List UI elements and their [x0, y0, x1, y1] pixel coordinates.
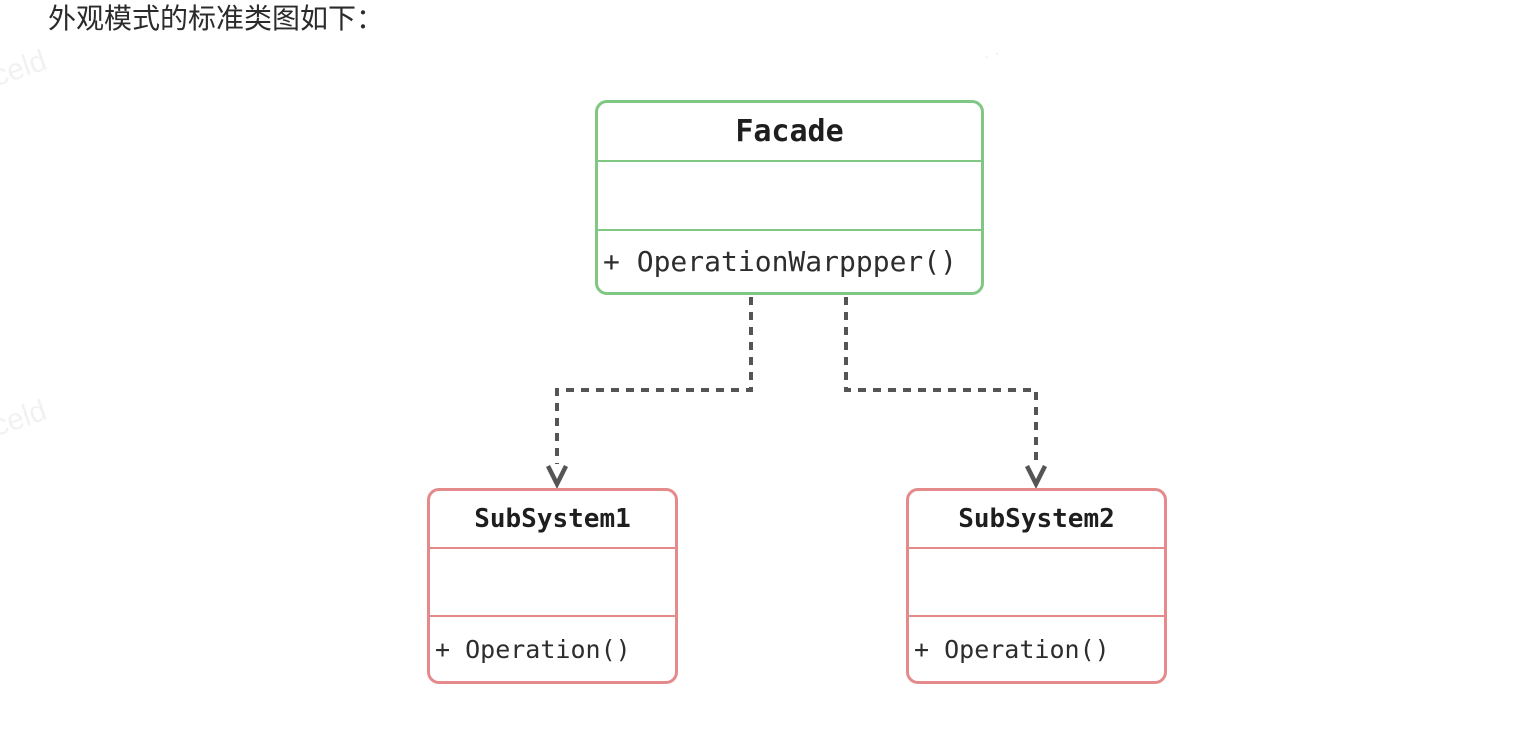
class-attributes-subsystem2	[909, 549, 1164, 615]
facade-to-subsystem1-arrowhead-icon	[545, 464, 569, 490]
class-name-subsystem1: SubSystem1	[474, 504, 631, 534]
watermark-fragment: . .	[978, 37, 1002, 65]
facade-to-subsystem1-arrow-line	[555, 297, 753, 464]
class-attributes-subsystem1	[430, 549, 675, 615]
divider	[598, 229, 981, 231]
page-title: 外观模式的标准类图如下：	[48, 3, 385, 34]
divider	[909, 615, 1164, 617]
divider	[909, 547, 1164, 549]
class-box-facade: Facade + OperationWarppper()	[595, 100, 984, 295]
class-box-subsystem1: SubSystem1 + Operation()	[427, 488, 678, 684]
divider	[430, 547, 675, 549]
class-name-facade: Facade	[735, 114, 844, 149]
class-name-subsystem2: SubSystem2	[958, 504, 1115, 534]
class-methods-subsystem1: + Operation()	[435, 634, 631, 664]
class-attributes-facade	[598, 162, 981, 229]
divider	[430, 615, 675, 617]
class-box-subsystem2: SubSystem2 + Operation()	[906, 488, 1167, 684]
facade-to-subsystem2-arrow-line	[844, 297, 1038, 464]
watermark-fragment: celd	[0, 393, 51, 444]
class-methods-subsystem2: + Operation()	[914, 634, 1110, 664]
watermark-fragment: celd	[0, 43, 51, 94]
class-methods-facade: + OperationWarppper()	[603, 245, 958, 278]
facade-to-subsystem2-arrowhead-icon	[1024, 464, 1048, 490]
divider	[598, 160, 981, 162]
